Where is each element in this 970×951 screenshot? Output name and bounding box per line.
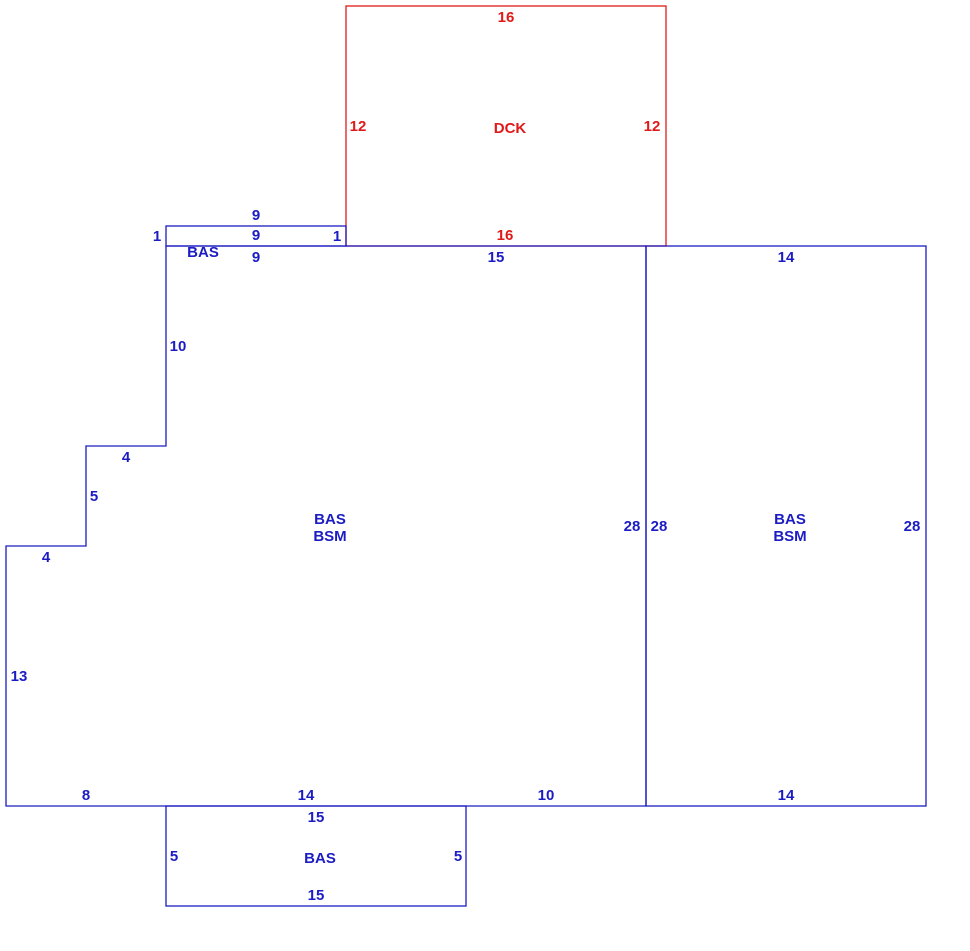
dim-addition-bottom: 15: [308, 887, 325, 904]
dim-bottom-seg1: 8: [82, 787, 90, 804]
dim-dck-right: 12: [644, 118, 661, 135]
dim-left-upper-side: 10: [170, 338, 187, 355]
dim-left-side: 13: [11, 668, 28, 685]
dim-addition-top: 15: [308, 809, 325, 826]
bottom-addition-outline: [165, 805, 467, 907]
dim-dck-bottom: 16: [497, 227, 514, 244]
dim-addition-left: 5: [170, 848, 178, 865]
main-right-area-label-1: BAS: [774, 511, 806, 528]
main-left-area-label-2: BSM: [313, 528, 346, 545]
dck-area-label: DCK: [494, 120, 527, 137]
dim-addition-right: 5: [454, 848, 462, 865]
dim-step-lower: 4: [42, 549, 51, 566]
dim-shared-wall-right: 28: [651, 518, 668, 535]
bottom-addition-area-label: BAS: [304, 850, 336, 867]
dim-right-side: 28: [904, 518, 921, 535]
main-right-area-label-2: BSM: [773, 528, 806, 545]
dim-strip-mid: 9: [252, 227, 260, 244]
dim-bottom-seg3: 10: [538, 787, 555, 804]
dim-right-bottom: 14: [778, 787, 795, 804]
dim-strip-left: 1: [153, 228, 161, 245]
dim-bottom-seg2: 14: [298, 787, 315, 804]
dim-dck-left: 12: [350, 118, 367, 135]
dim-strip-top: 9: [252, 207, 260, 224]
dim-shared-wall-left: 28: [624, 518, 641, 535]
dim-strip-below: 9: [252, 249, 260, 266]
dim-strip-right: 1: [333, 228, 341, 245]
dim-step-upper: 4: [122, 449, 131, 466]
dim-right-top: 14: [778, 249, 795, 266]
main-right-outline: [645, 245, 927, 807]
main-left-area-label-1: BAS: [314, 511, 346, 528]
bas-strip-area-label: BAS: [187, 244, 219, 261]
dim-step-side: 5: [90, 488, 98, 505]
dim-dck-top: 16: [498, 9, 515, 26]
dim-left-top: 15: [488, 249, 505, 266]
